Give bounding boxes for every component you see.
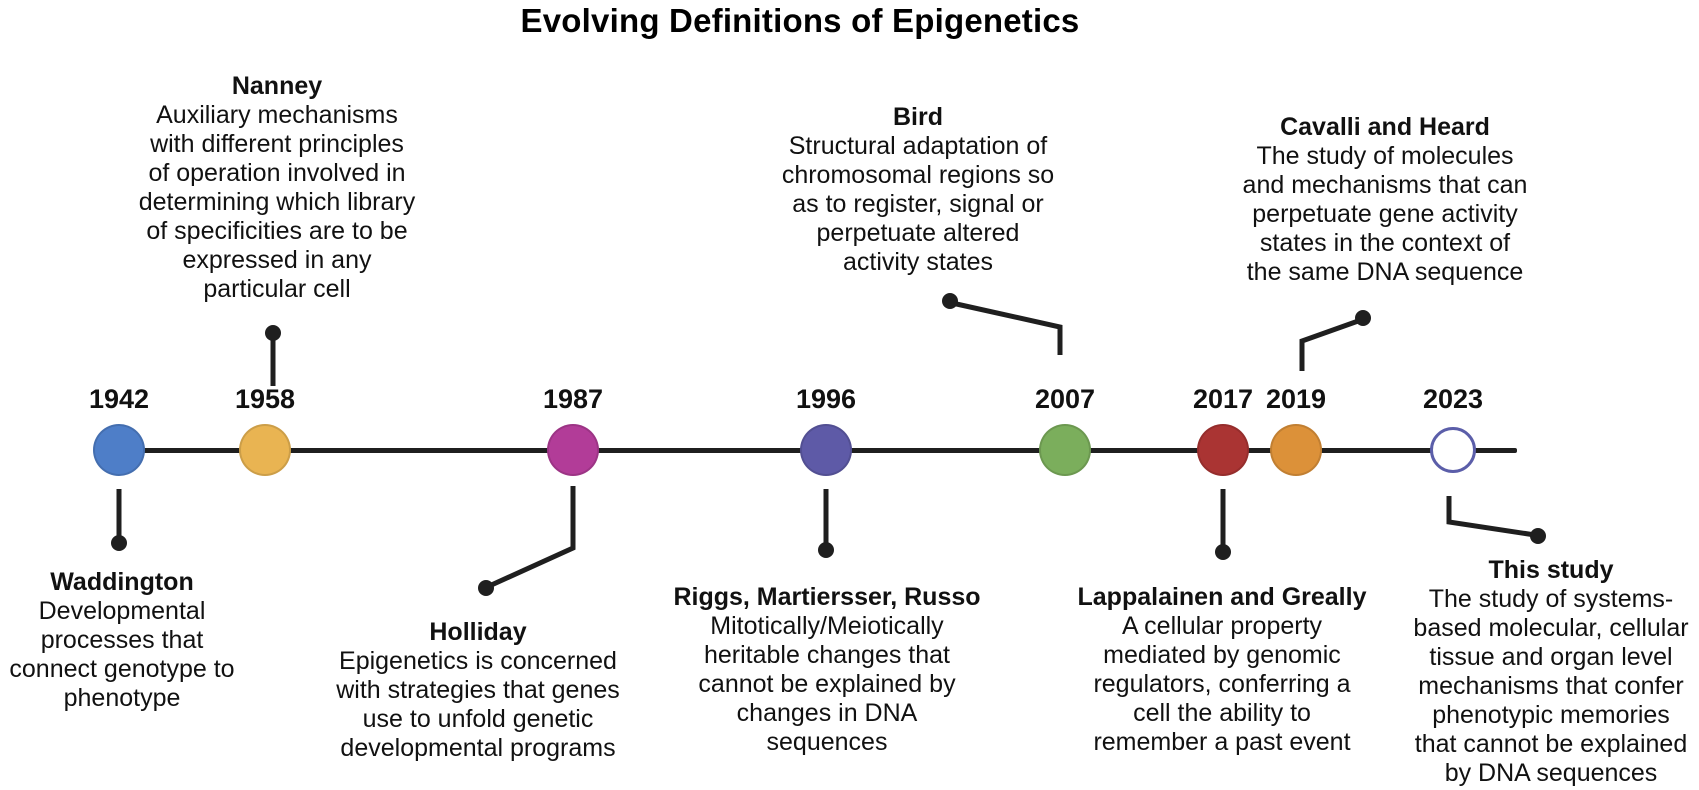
timeline-dot-1996: [800, 424, 852, 476]
year-label-2019: 2019: [1265, 384, 1327, 414]
annotation-author: Waddington: [50, 568, 194, 596]
annotation-author: Lappalainen and Greally: [1077, 583, 1367, 611]
annotation-author: This study: [1488, 556, 1614, 584]
year-label-1987: 1987: [542, 384, 604, 414]
timeline-dot-1987: [547, 424, 599, 476]
timeline-dot-2007: [1039, 424, 1091, 476]
connector-endpoint-dot-1942: [111, 535, 127, 551]
timeline-dot-2017: [1197, 424, 1249, 476]
annotation-description: Mitotically/Meiotically heritable change…: [698, 612, 956, 756]
annotation-description: Developmental processes that connect gen…: [9, 597, 235, 712]
connector-endpoint-dot-2017: [1215, 544, 1231, 560]
annotation-description: Epigenetics is concerned with strategies…: [336, 647, 620, 762]
year-label-2023: 2023: [1422, 384, 1484, 414]
annotation-author: Nanney: [231, 72, 323, 100]
connector-endpoint-dot-2019: [1355, 310, 1371, 326]
connector-line-2023: [1446, 496, 1536, 538]
connector-endpoint-dot-2023: [1530, 528, 1546, 544]
connector-endpoint-dot-1996: [818, 542, 834, 558]
connector-line-2007: [951, 300, 1063, 355]
annotation-description: The study of molecules and mechanisms th…: [1242, 142, 1528, 286]
annotation-author: Holliday: [429, 618, 527, 646]
connector-endpoint-dot-2007: [942, 293, 958, 309]
timeline-dot-2019: [1270, 424, 1322, 476]
year-label-2017: 2017: [1192, 384, 1254, 414]
diagram-title: Evolving Definitions of Epigenetics: [520, 2, 1080, 39]
connector-endpoint-dot-1958: [265, 325, 281, 341]
timeline-dot-1958: [239, 424, 291, 476]
connector-line-1987: [485, 486, 576, 590]
annotation-author: Riggs, Martiersser, Russo: [673, 583, 981, 611]
connector-line-2019: [1299, 317, 1362, 371]
timeline-dot-1942: [93, 424, 145, 476]
annotation-author: Cavalli and Heard: [1280, 113, 1490, 141]
annotation-description: A cellular property mediated by genomic …: [1093, 612, 1351, 756]
annotation-description: Auxiliary mechanisms with different prin…: [138, 101, 416, 303]
year-label-1942: 1942: [88, 384, 150, 414]
year-label-2007: 2007: [1034, 384, 1096, 414]
annotation-description: The study of systems- based molecular, c…: [1413, 585, 1689, 787]
timeline-dot-2023: [1430, 427, 1476, 473]
year-label-1996: 1996: [795, 384, 857, 414]
annotation-description: Structural adaptation of chromosomal reg…: [781, 132, 1055, 276]
connector-endpoint-dot-1987: [478, 580, 494, 596]
annotation-author: Bird: [893, 103, 943, 131]
year-label-1958: 1958: [234, 384, 296, 414]
